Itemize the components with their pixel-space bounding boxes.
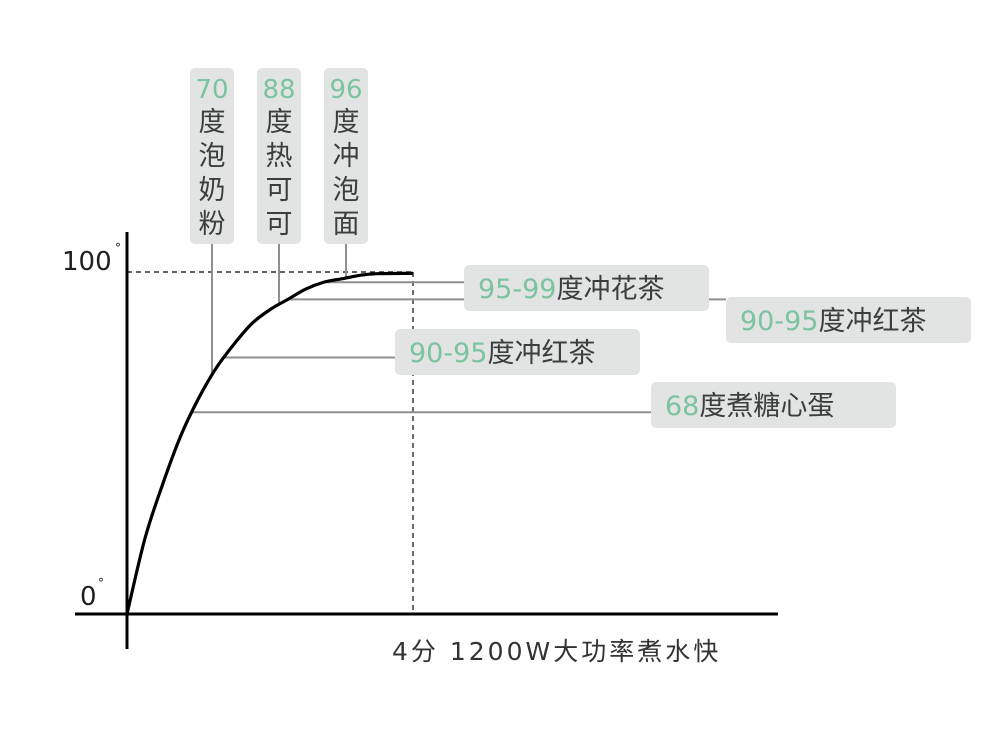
top-label-char: 奶 <box>199 175 226 206</box>
side-label-number: 95-99 <box>478 274 556 305</box>
side-label-box <box>726 297 971 343</box>
side-label-text: 95-99度冲花茶 <box>478 274 664 305</box>
side-label-text: 90-95度冲红茶 <box>740 306 926 337</box>
y-tick-unit-100: ° <box>115 241 121 255</box>
top-label-box <box>257 68 301 244</box>
side-label-desc: 度冲红茶 <box>487 338 595 369</box>
side-label-desc: 度煮糖心蛋 <box>699 391 834 422</box>
side-label-box <box>464 265 709 311</box>
top-label-number: 88 <box>262 75 295 105</box>
top-label-char: 可 <box>266 209 293 240</box>
side-label-3: 68度煮糖心蛋 <box>651 382 896 428</box>
heating-curve <box>125 271 414 615</box>
side-label-number: 90-95 <box>409 338 487 369</box>
top-label-char: 冲 <box>333 141 360 172</box>
y-tick-label-100: 100 <box>62 247 112 277</box>
side-label-0: 95-99度冲花茶 <box>464 265 709 311</box>
top-label-char: 热 <box>266 141 293 172</box>
top-label-box <box>190 68 234 244</box>
top-label-char: 面 <box>333 209 360 240</box>
y-tick-label-0: 0 <box>80 582 97 612</box>
top-label-char: 泡 <box>199 141 226 172</box>
side-label-number: 68 <box>665 391 699 422</box>
side-label-box <box>395 329 640 375</box>
side-label-desc: 度冲花茶 <box>556 274 664 305</box>
side-label-1: 90-95度冲红茶 <box>726 297 971 343</box>
x-axis-caption: 4分 1200W大功率煮水快 <box>392 637 721 666</box>
side-label-box <box>651 382 896 428</box>
side-label-desc: 度冲红茶 <box>818 306 926 337</box>
top-label-char: 泡 <box>333 175 360 206</box>
top-label-number: 70 <box>195 75 228 105</box>
side-label-2: 90-95度冲红茶 <box>395 329 640 375</box>
top-label-char: 度 <box>333 107 360 138</box>
top-label-char: 可 <box>266 175 293 206</box>
side-label-text: 68度煮糖心蛋 <box>665 391 834 422</box>
top-label-char: 度 <box>266 107 293 138</box>
top-label-char: 粉 <box>199 209 226 240</box>
y-tick-unit-0: ° <box>98 576 104 590</box>
side-label-text: 90-95度冲红茶 <box>409 338 595 369</box>
top-label-char: 度 <box>199 107 226 138</box>
top-label-number: 96 <box>329 75 362 105</box>
side-label-number: 90-95 <box>740 306 818 337</box>
top-label-box <box>324 68 368 244</box>
